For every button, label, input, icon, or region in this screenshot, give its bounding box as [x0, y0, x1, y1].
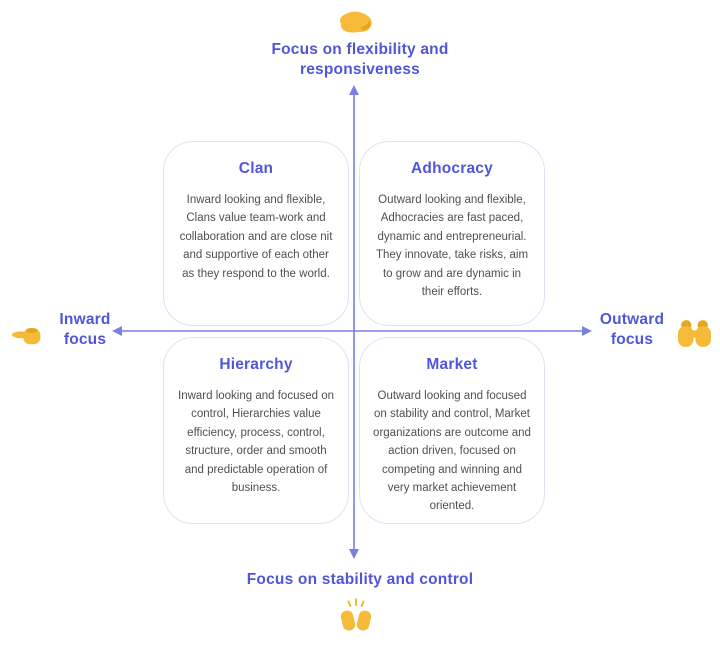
quadrant-title: Hierarchy: [219, 356, 293, 373]
binoculars-icon: [678, 320, 711, 347]
quadrant-hierarchy: Hierarchy Inward looking and focused on …: [163, 337, 349, 524]
arrowhead-left: [112, 326, 122, 336]
arrowhead-right: [582, 326, 592, 336]
axis-label-left: Inward focus: [59, 311, 111, 348]
quadrant-title: Adhocracy: [411, 160, 493, 177]
arrowhead-down: [349, 549, 359, 559]
axis-label-top: Focus on flexibility and responsiveness: [271, 41, 449, 78]
quadrant-description: Inward looking and flexible, Clans value…: [179, 194, 333, 280]
quadrant-description: Outward looking and flexible, Adhocracie…: [375, 194, 529, 298]
axis-label-bottom: Focus on stability and control: [246, 571, 474, 588]
axis-label-right: Outward focus: [599, 311, 665, 348]
quadrant-market: Market Outward looking and focused on st…: [359, 337, 545, 524]
quadrant-clan: Clan Inward looking and flexible, Clans …: [163, 141, 349, 326]
pointing-left-hand-icon: [12, 327, 41, 345]
quadrant-title: Clan: [238, 160, 274, 177]
quadrant-description: Inward looking and focused on control, H…: [178, 390, 334, 494]
raising-hands-icon: [340, 598, 372, 631]
quadrant-adhocracy: Adhocracy Outward looking and flexible, …: [359, 141, 545, 326]
flexed-biceps-icon: [340, 11, 372, 33]
quadrant-title: Market: [426, 356, 478, 373]
quadrant-description: Outward looking and focused on stability…: [373, 390, 531, 513]
arrowhead-up: [349, 85, 359, 95]
